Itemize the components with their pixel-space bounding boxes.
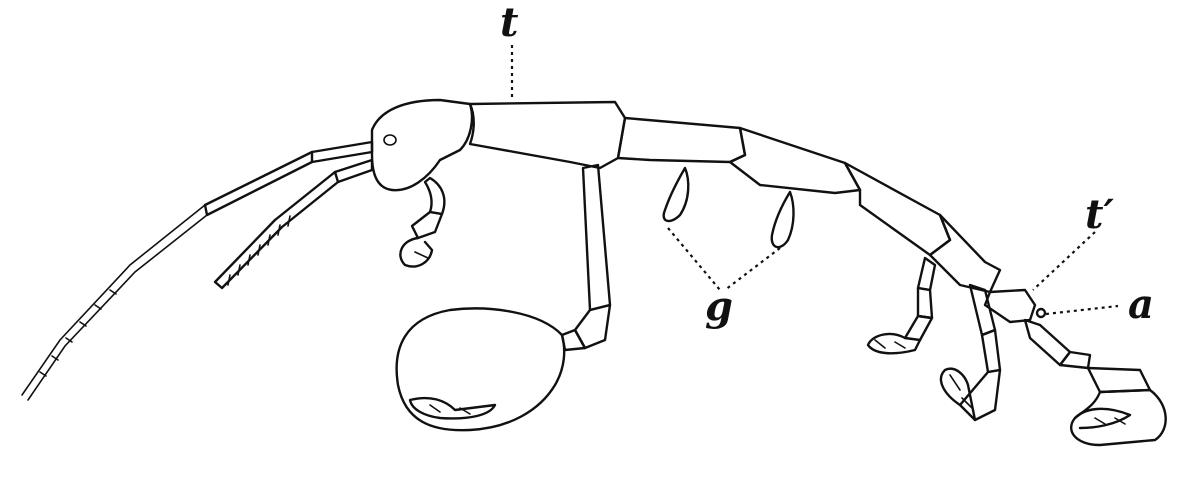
pereopod-5 — [866, 256, 937, 355]
eye — [383, 134, 397, 146]
segment-6 — [928, 213, 1002, 294]
segment-4 — [728, 126, 862, 195]
label-t-prime: t′ — [1085, 191, 1114, 238]
gill-1 — [662, 166, 690, 223]
segment-2 — [468, 100, 627, 170]
propodus — [395, 307, 566, 432]
upper-antenna — [21, 140, 374, 401]
abdomen-knob — [1035, 307, 1047, 319]
lower-antenna — [213, 158, 374, 290]
segment-7 — [983, 288, 1037, 324]
head — [370, 98, 474, 192]
label-t: t — [500, 0, 519, 46]
segment-3 — [616, 116, 747, 164]
segment-5 — [843, 161, 952, 257]
gill-2 — [770, 190, 795, 249]
body-segments — [468, 100, 1047, 324]
pereopod-6 — [939, 283, 1002, 422]
label-g: g — [705, 283, 733, 330]
leader-a — [1045, 304, 1119, 316]
second-gnathopod — [395, 163, 612, 432]
label-a: a — [1128, 281, 1154, 328]
first-gnathopod — [399, 176, 446, 268]
leader-t-prime — [1032, 231, 1096, 291]
leader-g-left — [667, 227, 721, 291]
pereopod-7 — [1023, 318, 1167, 447]
leader-g-right — [724, 247, 781, 291]
